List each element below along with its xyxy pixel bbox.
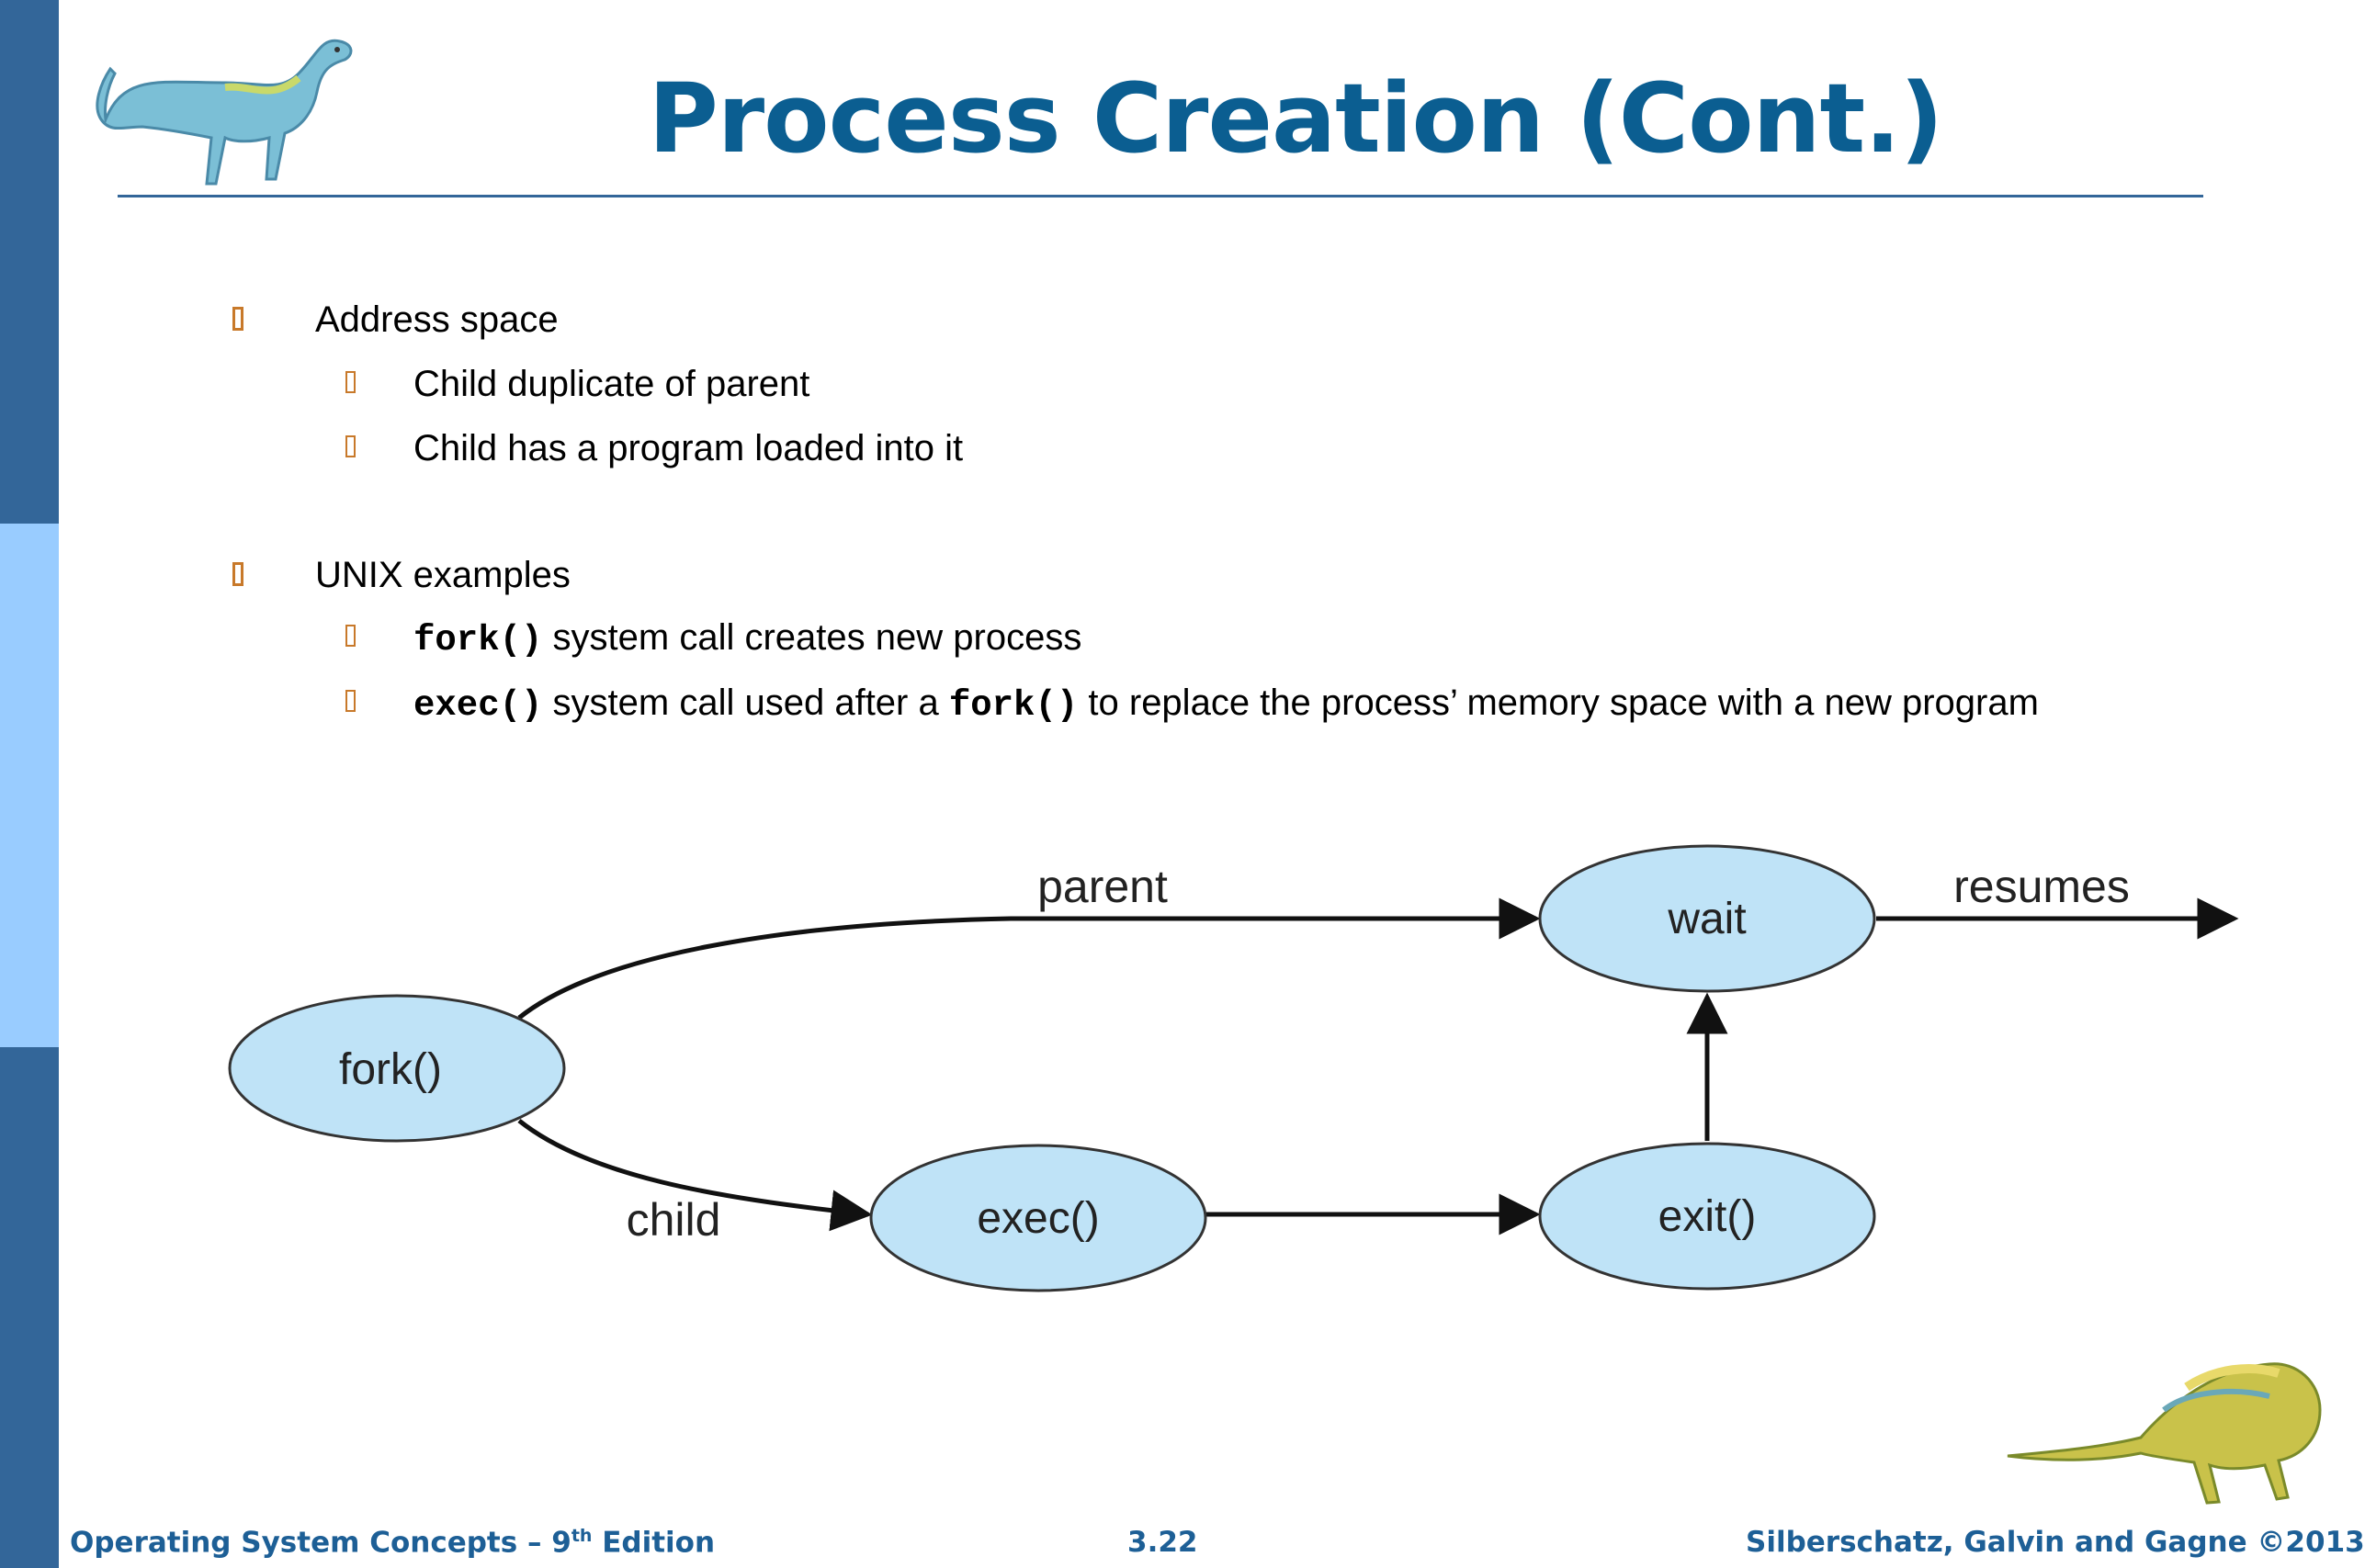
footer-authors: Silberschatz, Galvin and Gagne ©2013	[1746, 1526, 2365, 1559]
sub-bullet-marker-icon	[345, 435, 356, 457]
bullet-address-space: Address space	[232, 299, 559, 341]
title-divider	[118, 195, 2203, 197]
sub-bullet-exec: exec() system call used after a fork() t…	[345, 682, 2039, 726]
node-wait: wait	[1538, 844, 1876, 993]
bullet-text: Address space	[315, 299, 559, 340]
sub-bullet-text: Child has a program loaded into it	[413, 428, 964, 468]
node-wait-label: wait	[1667, 895, 1746, 943]
footer-page-number: 3.22	[1127, 1526, 1198, 1559]
sub-bullet-program-loaded: Child has a program loaded into it	[345, 428, 964, 469]
node-fork: fork()	[228, 994, 566, 1143]
sub-bullet-marker-icon	[345, 690, 356, 712]
code-fork: fork()	[413, 620, 543, 660]
slide-title: Process Creation (Cont.)	[648, 62, 1944, 175]
bullet-text: UNIX examples	[315, 555, 571, 595]
sidebar-middle-band	[0, 524, 59, 1047]
sub-bullet-text: system call used after a	[542, 682, 949, 723]
sub-bullet-child-duplicate: Child duplicate of parent	[345, 364, 810, 405]
footer-title-sup: th	[571, 1526, 593, 1546]
code-fork: fork()	[948, 685, 1079, 726]
bullet-marker-icon	[232, 562, 243, 586]
dinosaur-logo-top	[96, 39, 353, 186]
sub-bullet-fork: fork() system call creates new process	[345, 617, 1082, 660]
edge-label-child: child	[627, 1194, 721, 1246]
dinosaur-logo-bottom	[2007, 1362, 2322, 1505]
code-exec: exec()	[413, 685, 543, 726]
footer-title-suffix: Edition	[592, 1526, 716, 1560]
sub-bullet-text: to replace the process’ memory space wit…	[1078, 682, 2039, 723]
edge-label-resumes: resumes	[1953, 861, 2130, 912]
sub-bullet-marker-icon	[345, 371, 356, 393]
sidebar-bottom-band	[0, 1047, 59, 1568]
node-exec-label: exec()	[977, 1194, 1099, 1243]
sub-bullet-marker-icon	[345, 625, 356, 647]
sub-bullet-text: Child duplicate of parent	[413, 364, 810, 404]
bullet-marker-icon	[232, 307, 243, 331]
child-edge	[517, 1119, 873, 1232]
edge-label-parent: parent	[1037, 861, 1168, 912]
bullet-unix-examples: UNIX examples	[232, 555, 571, 596]
footer-book-title: Operating System Concepts – 9th Edition	[70, 1526, 715, 1559]
footer-title-text: Operating System Concepts – 9	[70, 1526, 571, 1560]
node-exec: exec()	[869, 1144, 1207, 1292]
sidebar-top-band	[0, 0, 59, 524]
sub-bullet-text: system call creates new process	[542, 617, 1082, 658]
node-fork-label: fork()	[339, 1045, 442, 1094]
parent-edge	[517, 897, 1541, 1020]
node-exit-label: exit()	[1658, 1192, 1757, 1241]
node-exit: exit()	[1538, 1142, 1876, 1291]
